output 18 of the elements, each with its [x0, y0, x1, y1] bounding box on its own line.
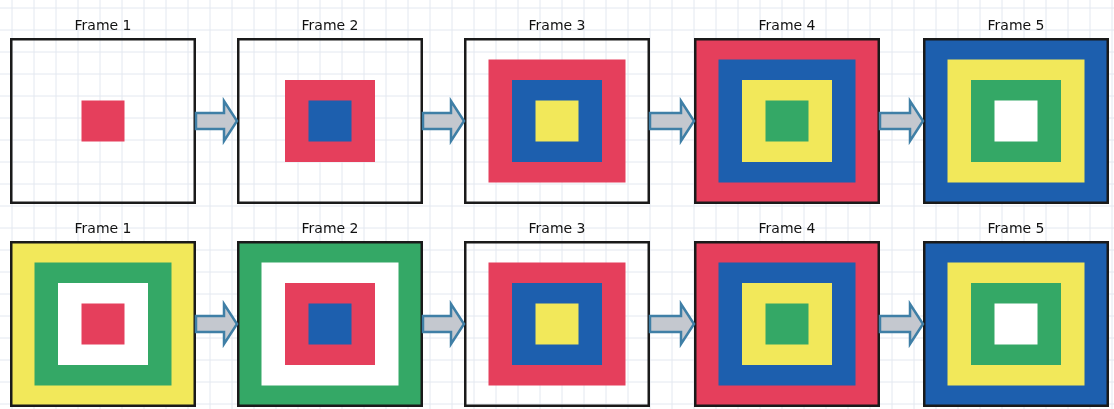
- frame-heading: Frame 5: [987, 16, 1045, 34]
- block-arrow: [421, 299, 466, 349]
- block-arrow: [421, 96, 466, 146]
- block-arrow: [194, 96, 239, 146]
- block-arrow: [878, 299, 925, 349]
- frame-heading: Frame 2: [301, 219, 359, 237]
- block-arrow: [194, 299, 239, 349]
- frame-heading: Frame 3: [528, 219, 586, 237]
- frame-heading: Frame 4: [758, 219, 816, 237]
- frame-heading: Frame 1: [74, 219, 132, 237]
- frame-heading: Frame 3: [528, 16, 586, 34]
- block-arrow: [648, 299, 696, 349]
- frame-heading: Frame 1: [74, 16, 132, 34]
- frame-heading: Frame 5: [987, 219, 1045, 237]
- frame-heading: Frame 2: [301, 16, 359, 34]
- block-arrow: [648, 96, 696, 146]
- frame-heading: Frame 4: [758, 16, 816, 34]
- block-arrow: [878, 96, 925, 146]
